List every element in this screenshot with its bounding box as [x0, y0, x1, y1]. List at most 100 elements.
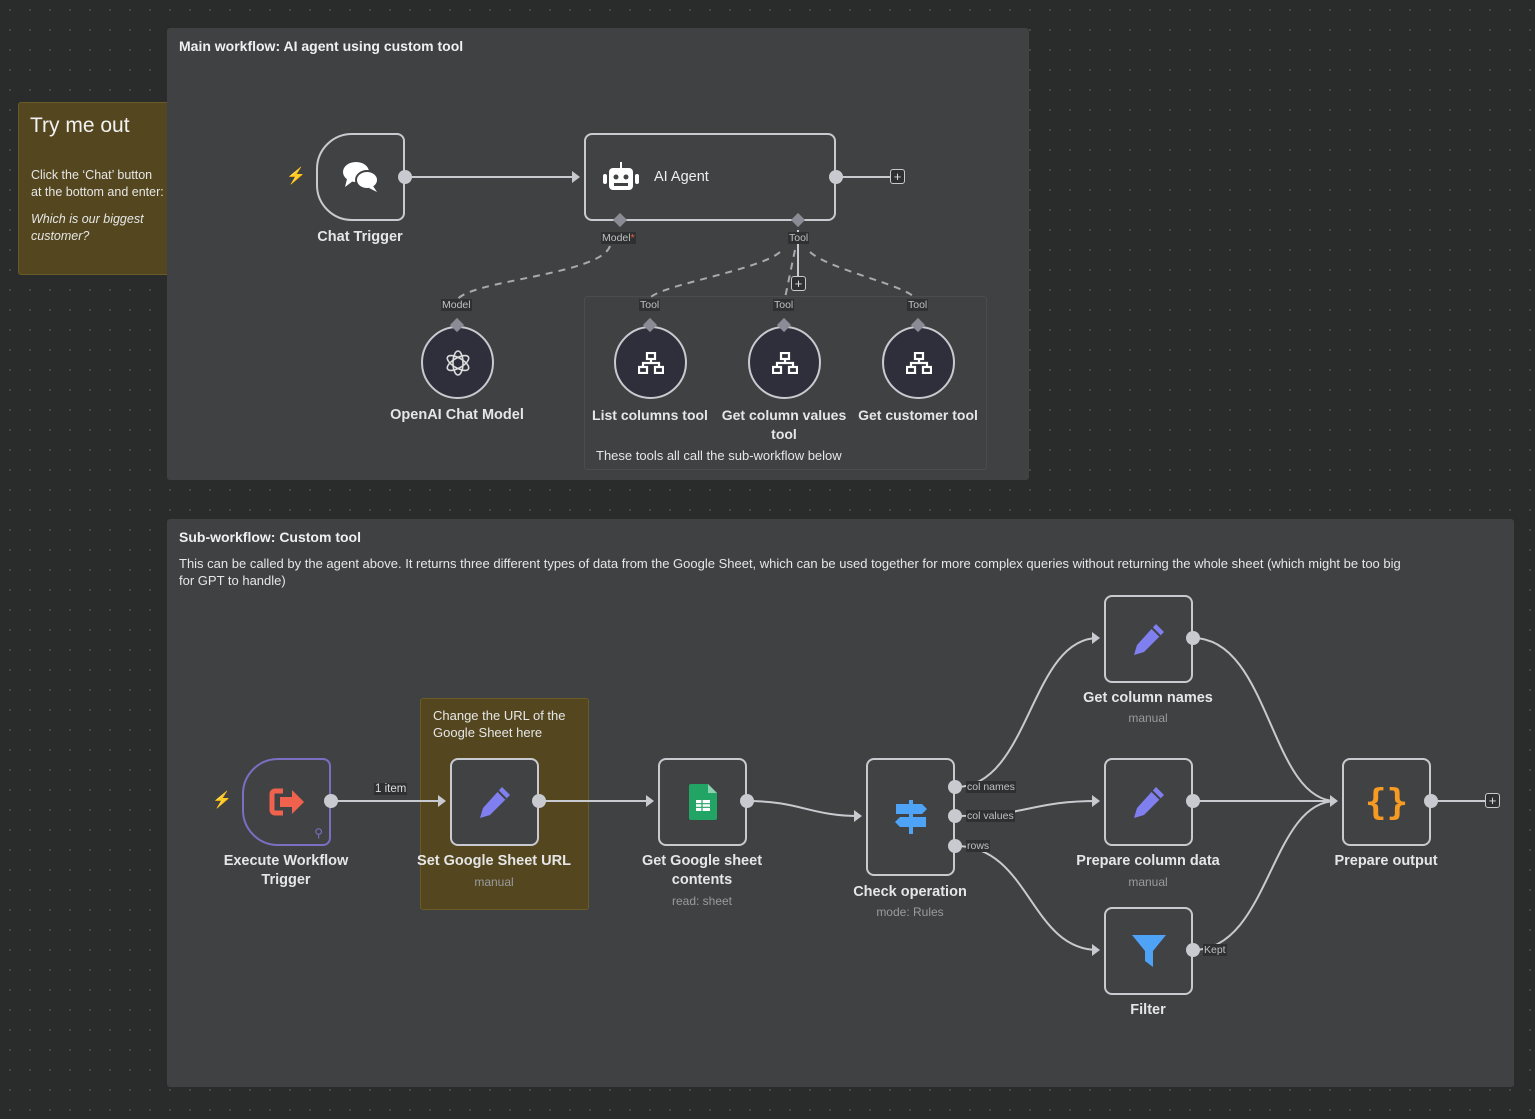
url-note-text: Change the URL of the Google Sheet here — [433, 707, 566, 741]
google-sheets-icon — [688, 784, 717, 820]
get-google-sheet-node[interactable] — [658, 758, 747, 846]
try-me-line: Click the ‘Chat’ button — [31, 168, 153, 182]
add-tool-button[interactable]: + — [791, 276, 806, 291]
trigger-bolt-icon: ⚡ — [286, 168, 306, 185]
sub-workflow-description: This can be called by the agent above. I… — [179, 555, 1499, 589]
ai-agent-node[interactable]: AI Agent — [584, 133, 836, 221]
pencil-icon — [1133, 624, 1164, 655]
connection-tool-list — [649, 251, 781, 299]
sign-in-arrow-icon — [269, 788, 304, 816]
list-columns-tool-node[interactable] — [614, 326, 687, 399]
get-customer-label: Get customer tool — [858, 407, 978, 423]
check-operation-node[interactable] — [866, 758, 955, 876]
sub-workflow-sticky[interactable]: Sub-workflow: Custom tool This can be ca… — [167, 519, 1514, 1087]
output-port[interactable] — [1186, 631, 1200, 645]
add-node-button[interactable]: + — [1485, 793, 1500, 808]
output-label-col-names: col names — [966, 781, 1016, 793]
get-column-values-tool-node[interactable] — [748, 326, 821, 399]
model-port-label: Model* — [601, 232, 636, 244]
add-node-button[interactable]: + — [890, 169, 905, 184]
arrow — [572, 171, 580, 183]
ai-agent-label: AI Agent — [654, 169, 709, 185]
prepare-column-data-label: Prepare column data — [1076, 853, 1220, 869]
output-port[interactable] — [829, 170, 843, 184]
sitemap-icon — [905, 351, 932, 374]
set-google-sheet-url-subtitle: manual — [474, 875, 514, 889]
set-google-sheet-url-node[interactable] — [450, 758, 539, 846]
arrow — [854, 810, 862, 822]
output-port-col-names[interactable] — [948, 780, 962, 794]
execute-workflow-trigger-node[interactable]: ⚲ — [242, 758, 331, 846]
output-port[interactable] — [532, 794, 546, 808]
prepare-column-data-subtitle: manual — [1128, 875, 1168, 889]
connection-sheet-check — [746, 800, 861, 817]
signpost-icon — [894, 800, 927, 834]
sub-workflow-title: Sub-workflow: Custom tool — [179, 529, 361, 545]
item-count-label: 1 item — [374, 783, 408, 795]
try-me-question: customer? — [31, 229, 90, 243]
openai-label: OpenAI Chat Model — [390, 407, 524, 423]
sitemap-icon — [771, 351, 798, 374]
prepare-output-node[interactable]: {} — [1342, 758, 1431, 846]
url-note-line: Change the URL of the — [433, 708, 566, 723]
tools-group-sticky[interactable] — [584, 296, 987, 470]
openai-icon — [446, 349, 469, 376]
arrow — [1092, 795, 1100, 807]
chat-bubbles-icon — [342, 162, 379, 192]
main-workflow-title: Main workflow: AI agent using custom too… — [179, 38, 464, 54]
label-line: Execute Workflow — [223, 853, 349, 869]
output-label-col-values: col values — [966, 810, 1015, 822]
connection-model — [456, 245, 611, 301]
model-input-label: Model — [441, 299, 472, 311]
tools-note: These tools all call the sub-workflow be… — [596, 448, 842, 463]
connection-filter-output — [1192, 800, 1337, 951]
connection-tool-values — [784, 249, 796, 299]
tool-input-label: Tool — [907, 299, 929, 311]
output-port[interactable] — [1424, 794, 1438, 808]
tool-input-label: Tool — [773, 299, 795, 311]
try-me-line: at the bottom and enter: — [31, 185, 164, 199]
prepare-column-data-node[interactable] — [1104, 758, 1193, 846]
url-note-line: Google Sheet here — [433, 725, 543, 740]
tool-input-label: Tool — [639, 299, 661, 311]
filter-node[interactable] — [1104, 907, 1193, 995]
connection-colnames-output — [1192, 637, 1337, 802]
pencil-icon — [479, 787, 510, 818]
pencil-icon — [1133, 787, 1164, 818]
get-column-names-label: Get column names — [1083, 690, 1213, 706]
output-port[interactable] — [1186, 794, 1200, 808]
label-line: Get column values — [721, 407, 847, 423]
connection-colnames — [955, 637, 1099, 788]
filter-label: Filter — [1130, 1002, 1166, 1018]
connection-tool-customer — [809, 251, 916, 299]
output-label-rows: rows — [966, 840, 991, 852]
chat-trigger-node[interactable] — [316, 133, 405, 221]
output-port[interactable] — [398, 170, 412, 184]
arrow — [646, 795, 654, 807]
openai-chat-model-node[interactable] — [421, 326, 494, 399]
model-port-text: Model — [602, 232, 631, 244]
main-workflow-sticky[interactable]: Main workflow: AI agent using custom too… — [167, 28, 1029, 480]
get-column-names-node[interactable] — [1104, 595, 1193, 683]
trigger-bolt-icon: ⚡ — [212, 792, 232, 809]
output-port-col-values[interactable] — [948, 809, 962, 823]
arrow — [1330, 795, 1338, 807]
try-me-sticky-note[interactable]: Try me out Click the ‘Chat’ button at th… — [18, 102, 193, 275]
description-line: for GPT to handle) — [179, 573, 286, 588]
output-port[interactable] — [740, 794, 754, 808]
funnel-icon — [1131, 935, 1166, 967]
output-port[interactable] — [324, 794, 338, 808]
curly-braces-icon: {} — [1364, 781, 1409, 823]
output-port-kept[interactable] — [1186, 943, 1200, 957]
prepare-output-label: Prepare output — [1334, 853, 1438, 869]
set-google-sheet-url-label: Set Google Sheet URL — [417, 853, 571, 869]
get-customer-tool-node[interactable] — [882, 326, 955, 399]
sitemap-icon — [637, 351, 664, 374]
check-operation-label: Check operation — [853, 884, 967, 900]
output-port-rows[interactable] — [948, 839, 962, 853]
try-me-title: Try me out — [30, 114, 130, 137]
